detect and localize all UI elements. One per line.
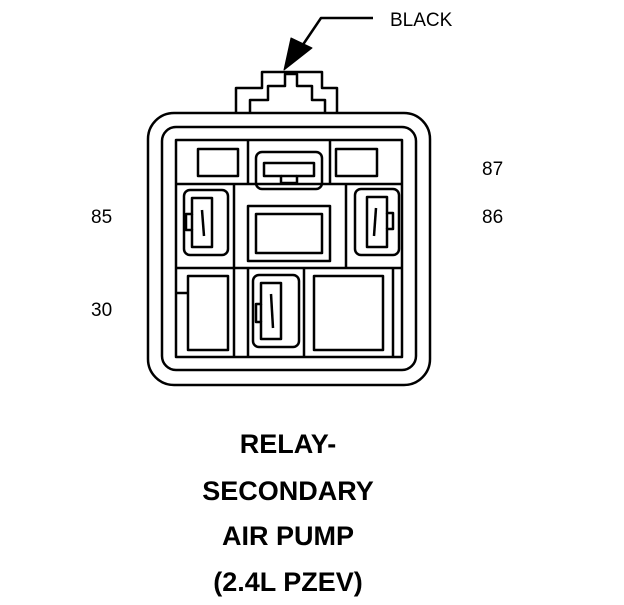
color-label: BLACK bbox=[390, 10, 453, 31]
housing-inner bbox=[160, 125, 418, 372]
pin-label-85: 85 bbox=[91, 207, 113, 228]
caption-line-2: SECONDARY bbox=[202, 476, 374, 506]
locking-tab-inner bbox=[248, 72, 327, 114]
pin-label-87: 87 bbox=[482, 159, 504, 180]
terminal-85 bbox=[182, 188, 230, 257]
cavity-top-right bbox=[334, 147, 379, 178]
cavity-bottom-right bbox=[312, 274, 385, 352]
color-leader-arrow bbox=[283, 16, 373, 71]
terminal-bottom-center bbox=[251, 273, 301, 349]
pin-label-30: 30 bbox=[91, 300, 113, 321]
terminal-86 bbox=[353, 187, 401, 257]
locking-tab bbox=[234, 70, 339, 114]
terminal-87 bbox=[254, 150, 324, 191]
caption-line-1: RELAY- bbox=[239, 429, 337, 459]
caption-line-3: AIR PUMP bbox=[221, 521, 354, 551]
cavity-top-left bbox=[196, 147, 240, 178]
pin-label-86: 86 bbox=[482, 207, 504, 228]
cavity-grid bbox=[176, 140, 402, 357]
cavity-frame bbox=[174, 138, 404, 359]
caption-line-4: (2.4L PZEV) bbox=[213, 567, 363, 597]
cavity-30 bbox=[186, 274, 230, 352]
cavity-center bbox=[246, 204, 332, 263]
housing-outer bbox=[146, 111, 432, 387]
